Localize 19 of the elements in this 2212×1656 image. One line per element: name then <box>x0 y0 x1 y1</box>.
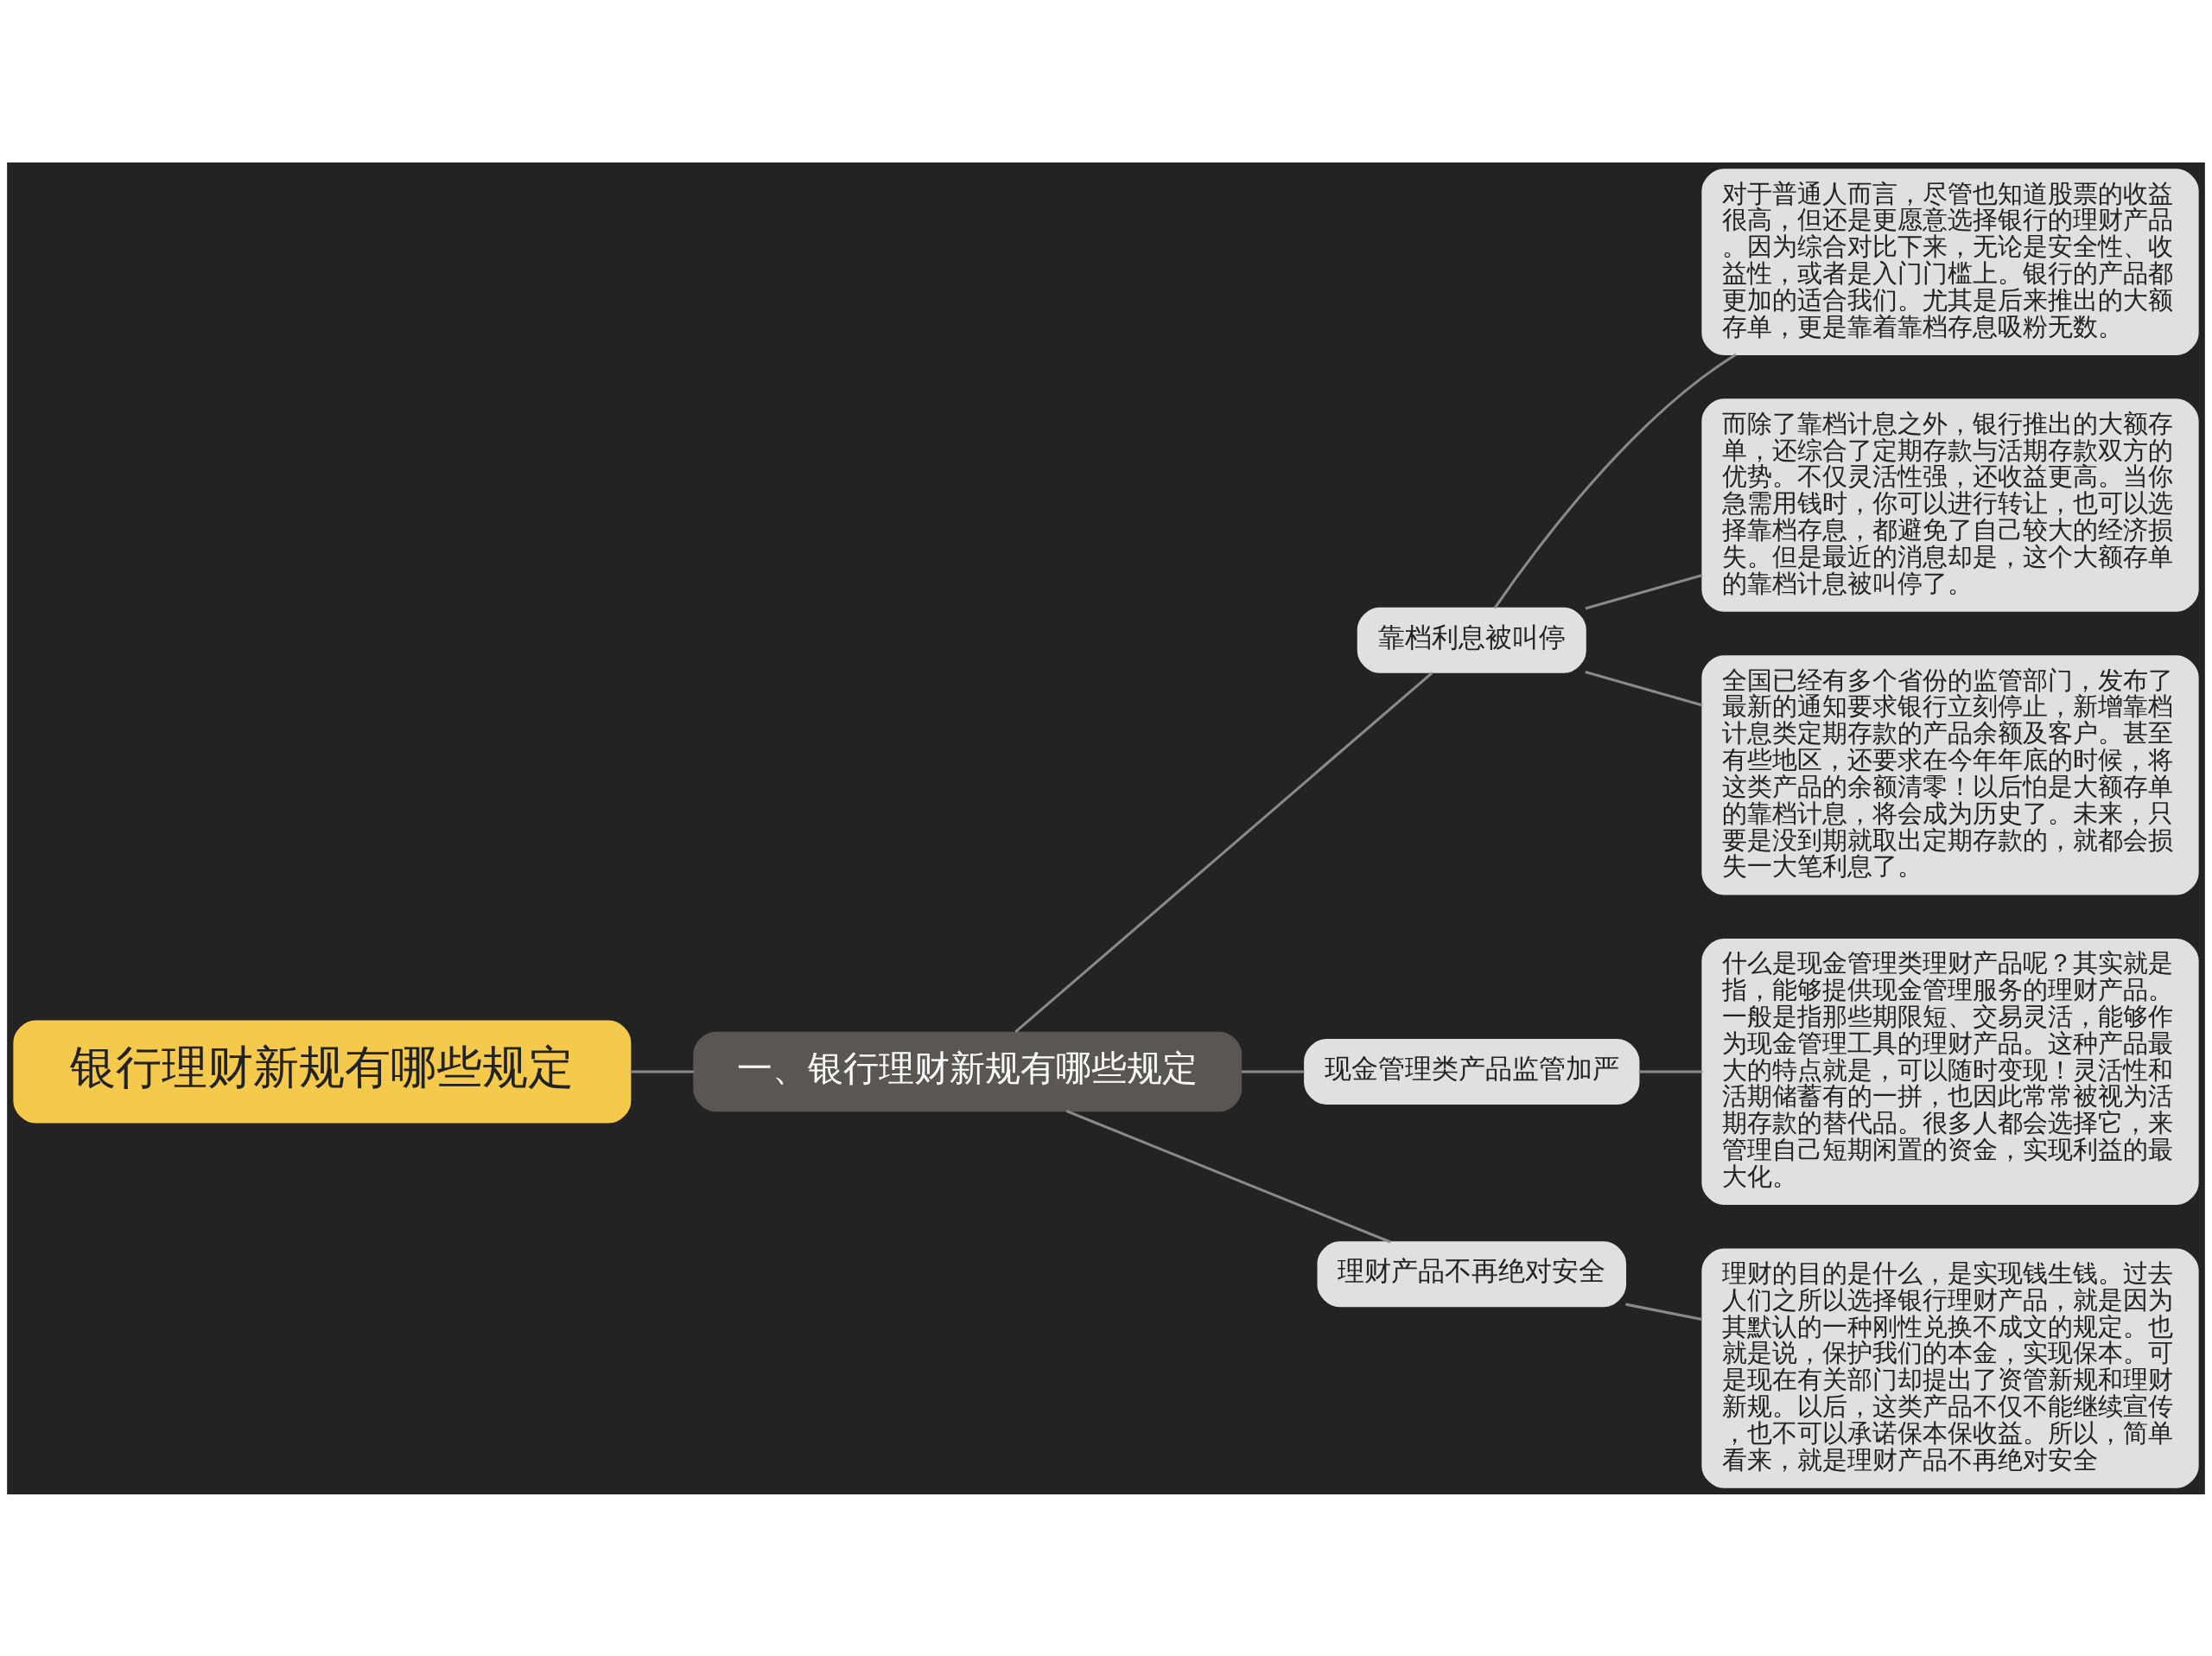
node-box: 对于普通人而言，尽管也知道股票的收益很高，但还是更愿意选择银行的理财产品。因为综合对比下来，无论是安全性、收益性，或者是入门门槛上。银行的产品都更加的适合我们。尤其是后来推出的大额存单，更是靠着靠档存息吸粉无数。 <box>1701 168 2199 355</box>
node-box: 而除了靠档计息之外，银行推出的大额存单，还综合了定期存款与活期存款双方的优势。不仅灵活性强，还收益更高。当你急需用钱时，你可以进行转让，也可以选择靠档存息，都避免了自己较大的经济损失。但是最近的消息却是，这个大额存单的靠档计息被叫停了。 <box>1701 398 2199 612</box>
connector <box>1493 353 1737 608</box>
connector <box>630 1069 695 1073</box>
node-box: 什么是现金管理类理财产品呢？其实就是指，能够提供现金管理服务的理财产品。一般是指那些期限短、交易灵活，能够作为现金管理工具的理财产品。这种产品最大的特点就是，可以随时变现！灵活性和活期储蓄有的一拼，也因此常常被视为活期存款的替代品。很多人都会选择它，来管理自己短期闲置的资金，实现利益的最大化。 <box>1701 938 2199 1205</box>
node-box: 理财产品不再绝对安全 <box>1317 1240 1626 1307</box>
connector <box>1585 670 1703 706</box>
node-box: 靠档利息被叫停 <box>1357 607 1586 673</box>
connector <box>1014 671 1433 1033</box>
node-box: 理财的目的是什么，是实现钱生钱。过去人们之所以选择银行理财产品，就是因为其默认的一种刚性兑换不成文的规定。也就是说，保护我们的本金，实现保本。可是现在有关部门却提出了资管新规和理财新规。以后，这类产品不仅不能继续宣传，也不可以承诺保本保收益。所以，简单看来，就是理财产品不再绝对安全 <box>1701 1247 2199 1488</box>
connector <box>1065 1109 1391 1243</box>
connector <box>1585 573 1703 609</box>
node-box: 现金管理类产品监管加严 <box>1304 1038 1640 1105</box>
connector <box>1638 1069 1703 1073</box>
node-box: 一、银行理财新规有哪些规定 <box>693 1031 1243 1111</box>
node-box: 全国已经有多个省份的监管部门，发布了最新的通知要求银行立刻停止，新增靠档计息类定期存款的产品余额及客户。甚至有些地区，还要求在今年年底的时候，将这类产品的余额清零！以后怕是大额存单的靠档计息，将会成为历史了。未来，只要是没到期就取出定期存款的，就都会损失一大笔利息了。 <box>1701 654 2199 895</box>
node-box: 银行理财新规有哪些规定 <box>13 1019 632 1124</box>
connector <box>1241 1069 1305 1073</box>
connector <box>1625 1303 1702 1321</box>
